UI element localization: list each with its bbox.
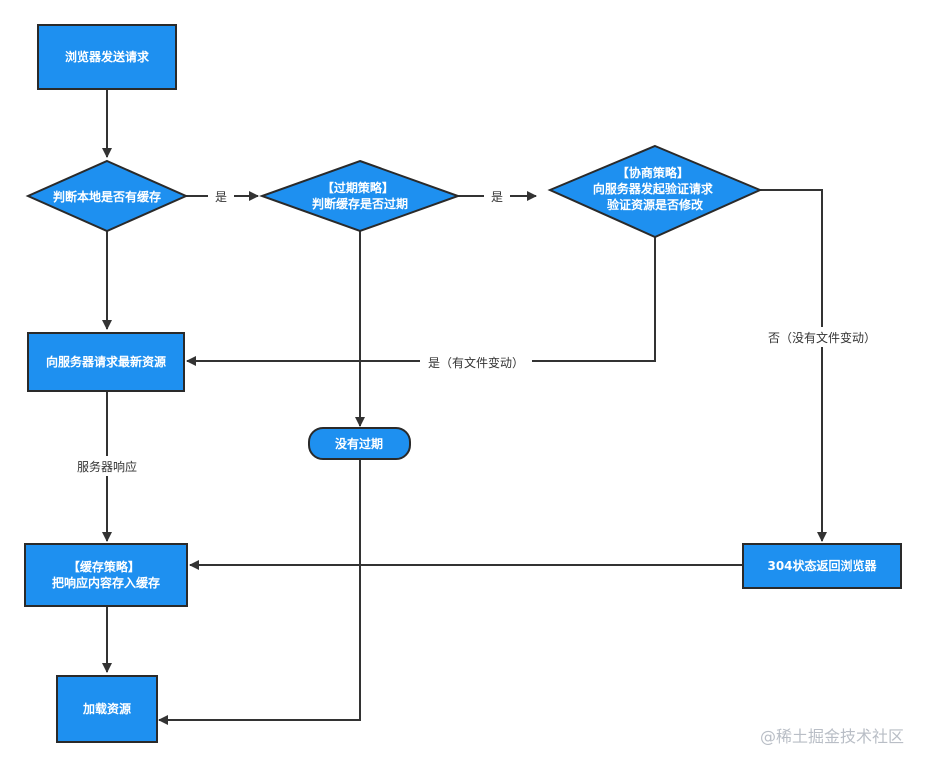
label-server-response: 服务器响应	[77, 459, 137, 474]
text-load-resource: 加载资源	[82, 701, 131, 716]
text-cache-strategy: 【缓存策略】 把响应内容存入缓存	[52, 559, 160, 590]
node-request-latest	[27, 332, 185, 392]
edge-not-expired-to-load	[158, 460, 361, 725]
label-yes-2: 是	[491, 190, 503, 204]
node-cache-strategy	[24, 543, 188, 607]
node-304	[742, 543, 902, 589]
edge-negotiate-yes-to-request-latest	[186, 237, 656, 366]
node-browser-request	[37, 24, 177, 90]
label-no-unchanged: 否（没有文件变动）	[768, 330, 876, 345]
node-check-local-cache	[25, 159, 189, 233]
node-negotiate-strategy	[547, 144, 763, 239]
text-request-latest: 向服务器请求最新资源	[46, 354, 166, 369]
label-yes-changed: 是（有文件变动）	[428, 355, 524, 370]
node-load-resource	[56, 675, 158, 743]
text-negotiate-strategy: 【协商策略】 向服务器发起验证请求 验证资源是否修改	[593, 165, 717, 212]
text-not-expired: 没有过期	[335, 436, 383, 451]
watermark: @稀土掘金技术社区	[760, 727, 904, 746]
edge-negotiate-no-to-304	[760, 189, 827, 542]
node-expire-strategy	[259, 159, 461, 233]
text-expire-strategy: 【过期策略】 判断缓存是否过期	[312, 180, 408, 211]
text-browser-request: 浏览器发送请求	[65, 49, 150, 64]
text-304: 304状态返回浏览器	[767, 558, 877, 573]
node-not-expired	[308, 427, 411, 460]
label-yes-1: 是	[215, 190, 227, 204]
text-check-local-cache: 判断本地是否有缓存	[53, 189, 161, 204]
